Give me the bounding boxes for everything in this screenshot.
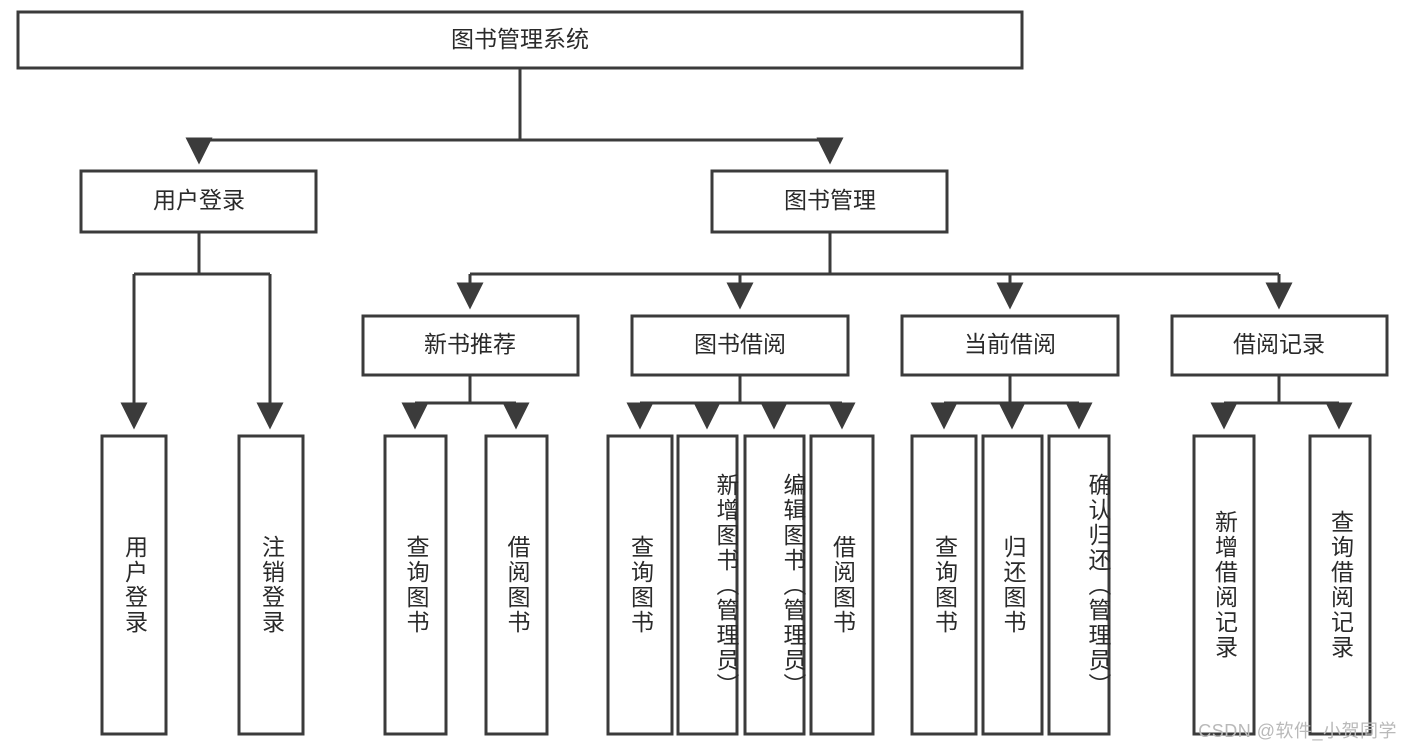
node-root-label: 图书管理系统 <box>451 26 589 52</box>
node-leaf-borrow-book-1[interactable] <box>484 434 549 736</box>
node-book-borrow-label: 图书借阅 <box>694 331 786 357</box>
node-leaf-confirm-return[interactable] <box>1047 434 1111 736</box>
nodes-layer: 图书管理系统 用户登录 图书管理 新书推荐 图书借阅 当前 <box>16 10 1389 736</box>
node-leaf-return-book[interactable] <box>981 434 1044 736</box>
edge-book-manage-bus <box>470 232 1279 276</box>
node-leaf-add-record[interactable] <box>1192 434 1256 736</box>
edge-root-bus <box>199 68 830 142</box>
edge-borrow-record-bus <box>1224 375 1339 405</box>
node-current-borrow[interactable]: 当前借阅 <box>900 314 1120 377</box>
node-book-manage[interactable]: 图书管理 <box>710 169 949 234</box>
node-new-book-rec[interactable]: 新书推荐 <box>361 314 580 377</box>
node-book-manage-label: 图书管理 <box>784 187 876 213</box>
node-root[interactable]: 图书管理系统 <box>16 10 1024 70</box>
edges-layer <box>120 68 1353 430</box>
node-user-login[interactable]: 用户登录 <box>79 169 318 234</box>
node-leaf-edit-book[interactable] <box>743 434 806 736</box>
node-leaf-add-book[interactable] <box>676 434 739 736</box>
edge-user-login-bus <box>134 232 270 276</box>
node-borrow-record-label: 借阅记录 <box>1233 331 1325 357</box>
node-current-borrow-label: 当前借阅 <box>964 331 1056 357</box>
edge-book-borrow-bus <box>640 375 842 405</box>
node-leaf-query-book-1[interactable] <box>383 434 448 736</box>
node-leaf-query-book-2[interactable] <box>606 434 674 736</box>
edge-current-borrow-bus <box>944 375 1079 405</box>
node-leaf-query-book-3[interactable] <box>910 434 978 736</box>
node-leaf-query-record[interactable] <box>1308 434 1372 736</box>
watermark: CSDN @软件_小贺同学 <box>1198 721 1397 741</box>
node-leaf-borrow-book-2[interactable] <box>809 434 875 736</box>
node-user-login-label: 用户登录 <box>153 187 245 213</box>
node-borrow-record[interactable]: 借阅记录 <box>1170 314 1389 377</box>
node-leaf-logout[interactable] <box>237 434 305 736</box>
edge-new-book-rec-bus <box>415 375 516 405</box>
node-new-book-rec-label: 新书推荐 <box>424 331 516 357</box>
node-book-borrow[interactable]: 图书借阅 <box>630 314 850 377</box>
node-leaf-user-login[interactable] <box>100 434 168 736</box>
